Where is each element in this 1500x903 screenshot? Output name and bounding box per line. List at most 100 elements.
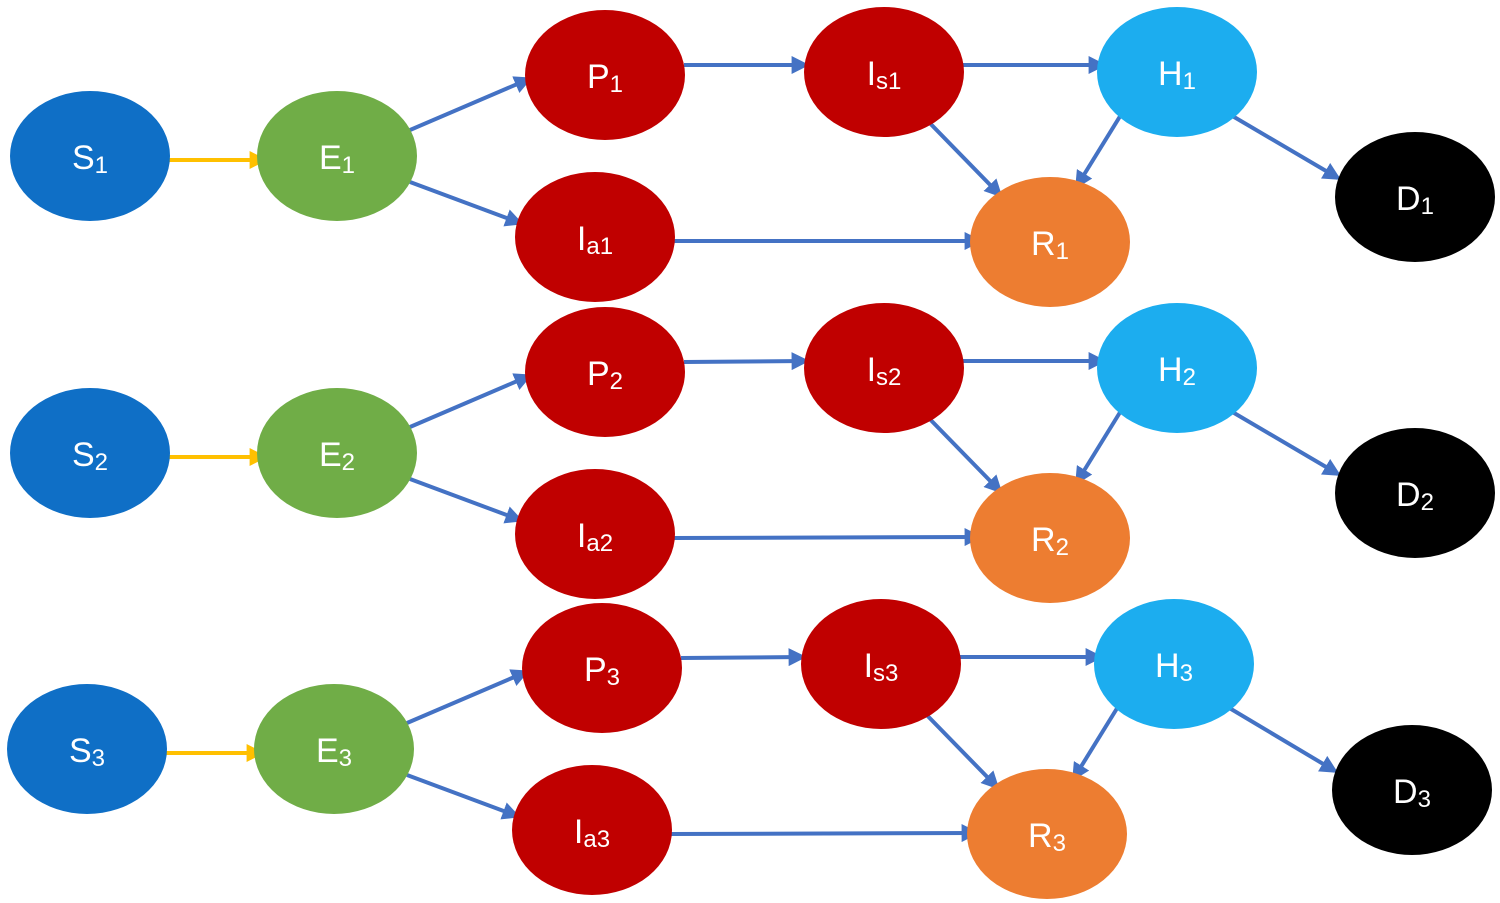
node-r2: R2 [970,473,1130,603]
node-label-base: E [319,436,342,474]
node-ia2-label: Ia2 [577,517,613,557]
node-label-base: D [1396,476,1421,514]
node-p1-label: P1 [587,58,623,98]
node-e1: E1 [257,91,417,221]
node-e3: E3 [254,684,414,814]
arrow-ia3-to-r3 [670,824,980,843]
node-label-subscript: a2 [586,530,613,557]
node-label-subscript: 3 [1418,786,1431,813]
edges-layer [163,56,1342,843]
arrow-e1-to-ia1 [409,180,524,227]
node-label-subscript: 1 [1183,68,1196,95]
node-label-base: I [867,55,876,93]
node-label-base: H [1155,647,1180,685]
arrow-e1-to-p1 [409,76,533,132]
node-r2-ellipse [970,473,1130,603]
node-label-subscript: 3 [607,664,620,691]
node-s3-ellipse [7,684,167,814]
node-label-base: R [1031,521,1056,559]
arrow-h3-to-d3 [1224,704,1339,773]
node-ia1-ellipse [515,172,675,302]
node-d3-ellipse [1332,725,1492,855]
node-d3-label: D3 [1393,773,1431,813]
node-h2: H2 [1097,303,1257,433]
node-r1: R1 [970,177,1130,307]
node-label-base: E [316,732,339,770]
node-is2-label: Is2 [867,351,902,391]
node-is2: Is2 [804,303,964,433]
arrow-h1-to-d1 [1227,112,1342,180]
node-label-subscript: 1 [342,152,355,179]
arrow-e3-to-p3 [406,669,530,725]
node-label-subscript: a1 [586,233,613,260]
node-e1-label: E1 [319,139,355,179]
node-ia2-ellipse [515,469,675,599]
arrow-e3-to-ia3 [406,773,521,820]
node-label-base: I [577,220,586,258]
node-s2-ellipse [10,388,170,518]
arrow-e2-to-p2 [409,373,533,429]
node-ia2: Ia2 [515,469,675,599]
node-e2-ellipse [257,388,417,518]
node-p3: P3 [522,603,682,733]
node-label-subscript: 3 [339,745,352,772]
arrow-is3-to-r3 [914,702,1000,790]
arrow-ia2-to-r2 [673,528,983,547]
node-label-base: I [864,647,873,685]
arrow-h2-to-d2 [1227,408,1342,476]
node-label-base: P [587,355,610,393]
node-label-subscript: 3 [1180,660,1193,687]
node-label-base: D [1393,773,1418,811]
node-h1-label: H1 [1158,55,1196,95]
node-label-subscript: a3 [583,826,610,853]
node-label-subscript: 2 [1183,364,1196,391]
arrow-e2-to-ia2 [409,477,524,524]
node-p1-ellipse [525,10,685,140]
node-ia3-label: Ia3 [574,813,610,853]
node-label-subscript: 3 [1053,830,1066,857]
node-is2-ellipse [804,303,964,433]
node-e1-ellipse [257,91,417,221]
node-ia3: Ia3 [512,765,672,895]
node-d1-ellipse [1335,132,1495,262]
node-p2: P2 [525,307,685,437]
node-s1-label: S1 [72,139,108,179]
node-h3: H3 [1094,599,1254,729]
node-ia1-label: Ia1 [577,220,613,260]
node-s1: S1 [10,91,170,221]
node-label-subscript: 2 [1421,489,1434,516]
node-is1: Is1 [804,7,964,137]
node-s3-label: S3 [69,732,105,772]
node-d1-label: D1 [1396,180,1434,220]
node-e2-label: E2 [319,436,355,476]
node-label-base: S [72,139,95,177]
node-label-base: I [577,517,586,555]
node-p2-label: P2 [587,355,623,395]
node-e3-label: E3 [316,732,352,772]
node-label-base: S [72,436,95,474]
node-d1: D1 [1335,132,1495,262]
node-label-subscript: s2 [876,364,901,391]
node-d3: D3 [1332,725,1492,855]
arrow-h1-to-r1 [1075,103,1129,190]
node-is1-label: Is1 [867,55,902,95]
node-label-subscript: 2 [342,449,355,476]
node-d2: D2 [1335,428,1495,558]
node-label-subscript: 2 [610,368,623,395]
node-label-subscript: 1 [610,71,623,98]
node-label-base: R [1031,225,1056,263]
node-label-subscript: 1 [1421,193,1434,220]
node-h3-ellipse [1094,599,1254,729]
node-label-base: P [587,58,610,96]
node-e2: E2 [257,388,417,518]
node-r3-label: R3 [1028,817,1066,857]
node-label-subscript: 1 [1056,238,1069,265]
node-e3-ellipse [254,684,414,814]
node-h1: H1 [1097,7,1257,137]
node-label-base: R [1028,817,1053,855]
node-s1-ellipse [10,91,170,221]
node-is1-ellipse [804,7,964,137]
node-s3: S3 [7,684,167,814]
